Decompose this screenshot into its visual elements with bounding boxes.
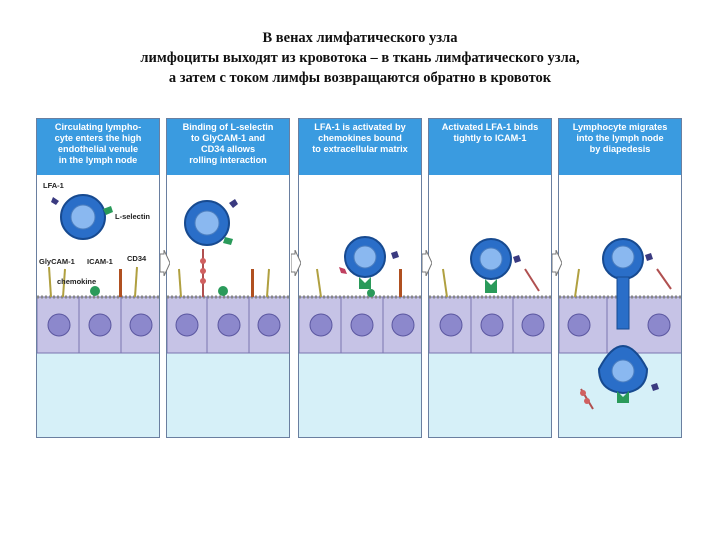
lfa1-label: LFA-1 bbox=[43, 181, 64, 190]
cd34-label: CD34 bbox=[127, 254, 147, 263]
lymphocyte-migration-diagram: Circulating lympho- cyte enters the high… bbox=[36, 118, 686, 438]
chemokine-label: chemokine bbox=[57, 277, 97, 286]
slide-title: В венах лимфатического узла лимфоциты вы… bbox=[0, 28, 720, 88]
arrow-3-icon bbox=[422, 250, 432, 276]
panel-3-header: LFA-1 is activated by chemokines bound t… bbox=[299, 119, 421, 175]
panel-5-art bbox=[559, 238, 681, 437]
panel-1-art bbox=[37, 194, 159, 437]
icam-label: ICAM-1 bbox=[87, 257, 113, 266]
panel-3-art bbox=[299, 236, 421, 437]
panel-2-header: Binding of L-selectin to GlyCAM-1 and CD… bbox=[167, 119, 289, 175]
glycam-label: GlyCAM-1 bbox=[39, 257, 75, 266]
panel-5-header: Lymphocyte migrates into the lymph node … bbox=[559, 119, 681, 175]
panel-2: Binding of L-selectin to GlyCAM-1 and CD… bbox=[166, 118, 290, 438]
panel-4: Activated LFA-1 binds tightly to ICAM-1 bbox=[428, 118, 552, 438]
panel-1-header: Circulating lympho- cyte enters the high… bbox=[37, 119, 159, 175]
panel-3: LFA-1 is activated by chemokines bound t… bbox=[298, 118, 422, 438]
title-line-2: лимфоциты выходят из кровотока – в ткань… bbox=[140, 50, 580, 66]
arrow-1-icon bbox=[160, 250, 170, 276]
panel-4-header: Activated LFA-1 binds tightly to ICAM-1 bbox=[429, 119, 551, 175]
panel-5: Lymphocyte migrates into the lymph node … bbox=[558, 118, 682, 438]
panel-4-art bbox=[429, 238, 551, 437]
title-line-3: а затем с током лимфы возвращаются обрат… bbox=[168, 70, 552, 86]
arrow-4-icon bbox=[552, 250, 562, 276]
lselectin-label: L-selectin bbox=[115, 212, 151, 221]
panel-2-art bbox=[167, 199, 289, 437]
arrow-2-icon bbox=[291, 250, 301, 276]
panel-1: Circulating lympho- cyte enters the high… bbox=[36, 118, 160, 438]
title-line-1: В венах лимфатического узла bbox=[262, 30, 458, 46]
